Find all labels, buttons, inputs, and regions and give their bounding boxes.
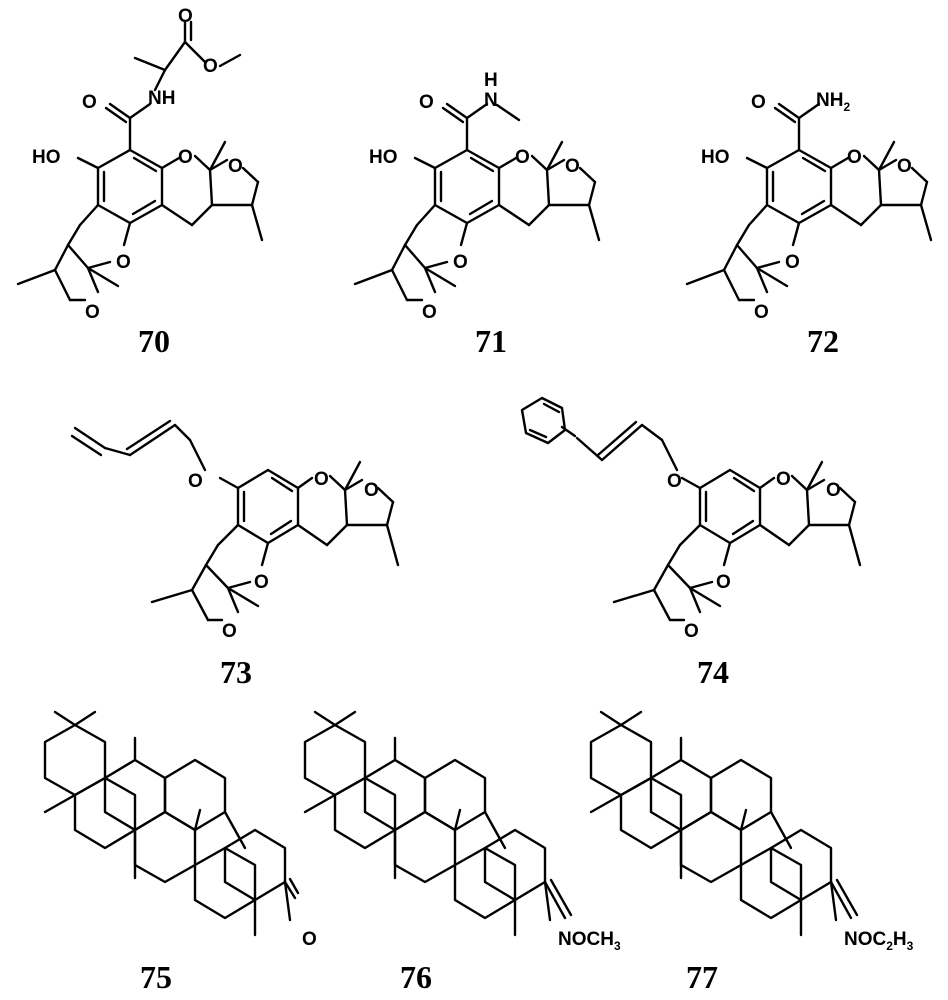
compound-label-74: 74: [697, 654, 729, 690]
compound-71: O N H HO O O O O 71: [353, 70, 601, 359]
atom-o: O: [754, 302, 769, 323]
compound-label-70: 70: [138, 323, 170, 359]
atom-o: O: [453, 252, 468, 273]
atom-ester-o2: O: [203, 56, 218, 77]
atom-o-carbonyl: O: [82, 92, 97, 113]
atom-h: H: [484, 70, 498, 91]
atom-o-carbonyl: O: [419, 92, 434, 113]
atom-o: O: [847, 147, 862, 168]
atom-ho: HO: [701, 147, 730, 168]
oxime-label-77: NOC2H3: [844, 929, 914, 953]
atom-nh2-main: NH: [816, 90, 843, 111]
compound-74: O O O O O 74: [520, 396, 862, 690]
atom-o-carbonyl: O: [751, 92, 766, 113]
compound-73: O O O O O 73: [70, 419, 400, 690]
atom-nh2: NH2: [816, 90, 850, 114]
atom-o: O: [422, 302, 437, 323]
oxime-76-sub: 3: [614, 939, 621, 953]
atom-o: O: [116, 252, 131, 273]
oxime-77-main: NOC: [844, 929, 887, 950]
compound-77: NOC2H3 77: [589, 710, 914, 995]
atom-o: O: [222, 621, 237, 642]
atom-o: O: [178, 147, 193, 168]
atom-o: O: [565, 156, 580, 177]
atom-o: O: [776, 469, 791, 490]
compound-72: O NH2 HO O O O O 72: [685, 90, 933, 359]
atom-n: N: [484, 90, 498, 111]
atom-o: O: [254, 572, 269, 593]
compound-label-77: 77: [686, 959, 718, 995]
atom-o: O: [85, 302, 100, 323]
compound-label-72: 72: [807, 323, 839, 359]
oxime-76-main: NOCH: [558, 929, 614, 950]
atom-o: O: [684, 621, 699, 642]
atom-o: O: [364, 480, 379, 501]
atom-ketone-o: O: [302, 929, 317, 950]
atom-o: O: [716, 572, 731, 593]
atom-o: O: [228, 156, 243, 177]
oxime-77-sub1: 2: [886, 939, 893, 953]
atom-o: O: [826, 480, 841, 501]
atom-o: O: [897, 156, 912, 177]
atom-nh2-sub: 2: [843, 100, 850, 114]
atom-nh: NH: [148, 88, 175, 109]
atom-ho: HO: [32, 147, 61, 168]
compound-label-71: 71: [475, 323, 507, 359]
compound-76: NOCH3 76: [303, 710, 621, 995]
compound-label-75: 75: [140, 959, 172, 995]
atom-o: O: [667, 471, 682, 492]
atom-o: O: [515, 147, 530, 168]
compound-70: O NH O O HO O O O O 70: [16, 6, 264, 359]
compound-75: O 75: [43, 710, 317, 995]
compound-label-73: 73: [220, 654, 252, 690]
atom-ester-o1: O: [178, 6, 193, 27]
atom-o: O: [314, 469, 329, 490]
oxime-77-sub2: 3: [907, 939, 914, 953]
oxime-label-76: NOCH3: [558, 929, 621, 953]
compound-label-76: 76: [400, 959, 432, 995]
atom-o: O: [785, 252, 800, 273]
atom-o: O: [188, 471, 203, 492]
oxime-77-mid: H: [893, 929, 907, 950]
atom-ho: HO: [369, 147, 398, 168]
